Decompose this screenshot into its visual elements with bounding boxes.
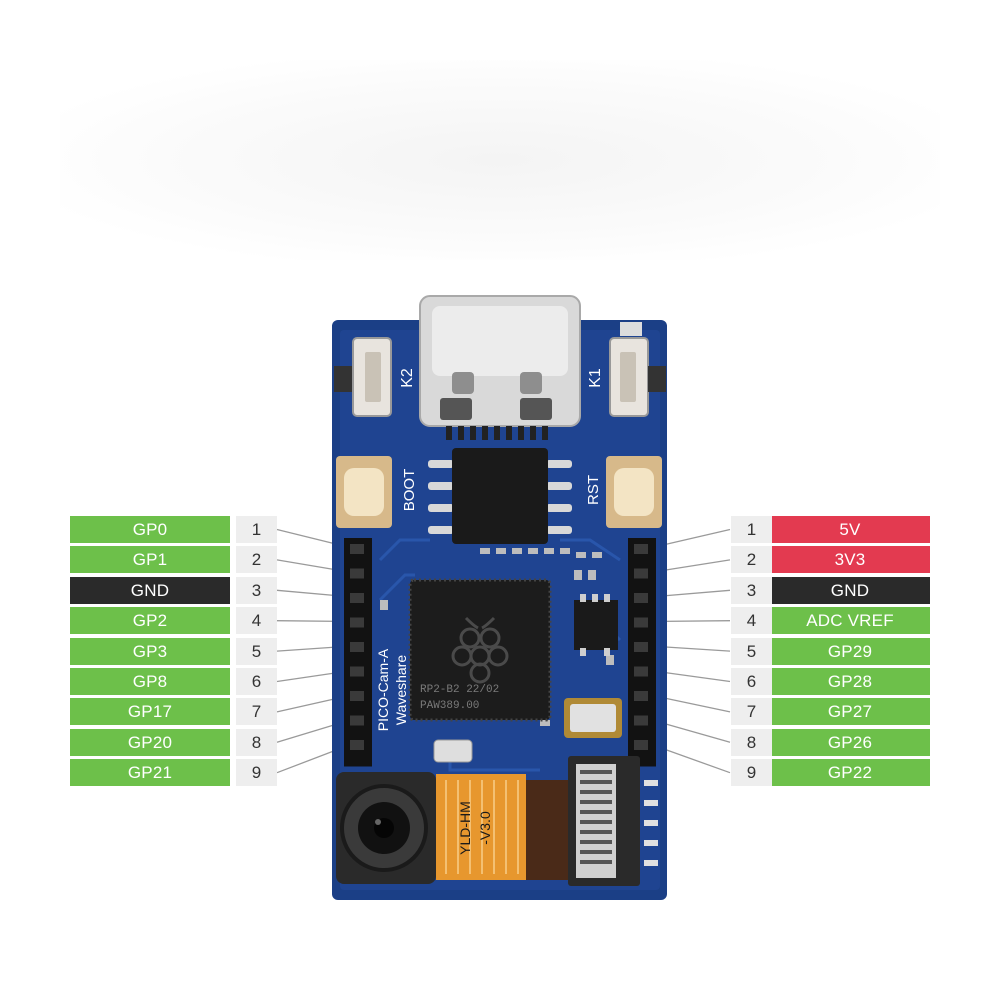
left-pin-7-number: 7 xyxy=(236,698,277,725)
left-header-pad-7 xyxy=(350,691,364,701)
left-pin-header xyxy=(344,538,372,767)
left-header-pad-3 xyxy=(350,593,364,603)
flash-chip xyxy=(428,448,572,544)
flex-label: YLD-HM xyxy=(457,801,473,855)
right-pin-3-number: 3 xyxy=(731,577,772,604)
right-header-pad-1 xyxy=(634,544,648,554)
background-haze xyxy=(60,60,940,260)
left-header-pad-8 xyxy=(350,715,364,726)
mcu-marking-line2: PAW389.00 xyxy=(420,700,479,712)
left-pin-5-number: 5 xyxy=(236,638,277,665)
right-pin-9-label: GP22 xyxy=(770,759,930,786)
left-pin-9-label: GP21 xyxy=(70,759,230,786)
right-pin-7-number: 7 xyxy=(731,698,772,725)
right-pin-1-number: 1 xyxy=(731,516,772,543)
left-pin-8-number: 8 xyxy=(236,729,277,756)
right-header-pad-4 xyxy=(634,617,648,628)
right-pin-1-label: 5V xyxy=(770,516,930,543)
right-pin-7-label: GP27 xyxy=(770,698,930,725)
left-pin-4-label: GP2 xyxy=(70,607,230,634)
rst-button xyxy=(606,456,662,528)
smd-component xyxy=(433,739,473,763)
rp2040-mcu: RP2-B2 22/02 PAW389.00 xyxy=(408,578,552,722)
left-pin-3-label: GND xyxy=(70,577,230,604)
right-header-pad-8 xyxy=(634,715,648,726)
voltage-regulator xyxy=(574,594,618,656)
pico-cam-board: K2 K1 BOOT RST xyxy=(332,295,667,900)
right-header-pad-2 xyxy=(634,568,648,579)
k1-switch xyxy=(609,322,666,417)
left-pin-2-number: 2 xyxy=(236,546,277,573)
right-pin-2-number: 2 xyxy=(731,546,772,573)
left-pin-7-label: GP17 xyxy=(70,698,230,725)
right-pin-5-number: 5 xyxy=(731,638,772,665)
left-pin-6-number: 6 xyxy=(236,668,277,695)
right-pin-4-number: 4 xyxy=(731,607,772,634)
left-header-pad-2 xyxy=(350,568,364,579)
right-pin-6-number: 6 xyxy=(731,668,772,695)
left-header-pad-1 xyxy=(350,544,364,554)
left-pin-1-number: 1 xyxy=(236,516,277,543)
right-pin-4-label: ADC VREF xyxy=(770,607,930,634)
right-header-pad-5 xyxy=(634,642,648,652)
usb-c-connector xyxy=(419,295,581,440)
camera-flex-cable xyxy=(436,774,570,880)
rst-label: RST xyxy=(585,475,602,505)
right-pin-8-label: GP26 xyxy=(770,729,930,756)
left-pin-9-number: 9 xyxy=(236,759,277,786)
raspberry-logo-icon xyxy=(451,616,509,684)
left-header-pad-5 xyxy=(350,642,364,652)
k2-label: K2 xyxy=(399,368,416,388)
flex-revision-label: -V3.0 xyxy=(477,811,493,845)
model-silkscreen-line2: Waveshare xyxy=(393,655,409,726)
camera-module xyxy=(336,772,436,884)
right-pin-2-label: 3V3 xyxy=(770,546,930,573)
left-pin-8-label: GP20 xyxy=(70,729,230,756)
right-pin-9-number: 9 xyxy=(731,759,772,786)
right-header-pad-7 xyxy=(634,691,648,701)
left-pin-1-label: GP0 xyxy=(70,516,230,543)
left-header-pad-6 xyxy=(350,666,364,677)
left-header-pad-4 xyxy=(350,617,364,628)
left-header-pad-9 xyxy=(350,740,364,750)
left-pin-2-label: GP1 xyxy=(70,546,230,573)
right-header-pad-9 xyxy=(634,740,648,750)
left-pin-3-number: 3 xyxy=(236,577,277,604)
model-silkscreen-line1: PICO-Cam-A xyxy=(375,648,391,731)
left-pin-5-label: GP3 xyxy=(70,638,230,665)
right-pin-8-number: 8 xyxy=(731,729,772,756)
right-header-pad-3 xyxy=(634,593,648,603)
mcu-marking-line1: RP2-B2 22/02 xyxy=(420,684,499,696)
k1-label: K1 xyxy=(587,368,604,388)
left-pin-6-label: GP8 xyxy=(70,668,230,695)
right-header-pad-6 xyxy=(634,666,648,677)
crystal-oscillator xyxy=(564,698,622,738)
boot-label: BOOT xyxy=(401,469,418,512)
ffc-connector xyxy=(568,756,658,886)
boot-button xyxy=(336,456,392,528)
right-pin-6-label: GP28 xyxy=(770,668,930,695)
right-pin-3-label: GND xyxy=(770,577,930,604)
right-pin-5-label: GP29 xyxy=(770,638,930,665)
passive-components xyxy=(380,548,614,726)
k2-switch xyxy=(334,337,392,417)
right-pin-header xyxy=(628,538,656,767)
left-pin-4-number: 4 xyxy=(236,607,277,634)
